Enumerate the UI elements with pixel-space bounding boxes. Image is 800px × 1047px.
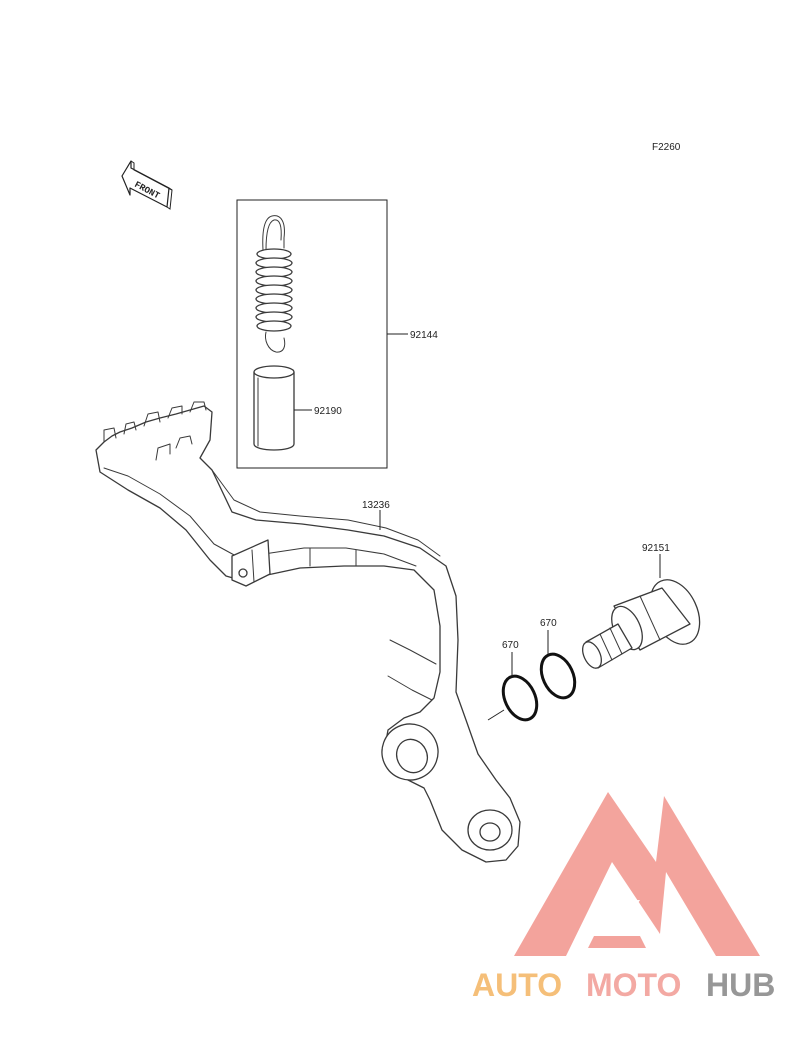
watermark-hub: HUB <box>706 967 775 1003</box>
label-92151: 92151 <box>642 543 670 554</box>
collar-icon <box>253 365 295 451</box>
watermark-auto: AUTO <box>472 967 562 1003</box>
assembly-line <box>487 709 505 721</box>
label-92190: 92190 <box>314 406 342 417</box>
label-670-2: 670 <box>540 618 557 629</box>
diagram-code: F2260 <box>652 142 681 153</box>
oring-1-icon <box>501 674 539 722</box>
label-670-1: 670 <box>502 640 519 651</box>
automotohub-logo: AUTO MOTO HUB <box>472 792 775 1003</box>
label-92144: 92144 <box>410 330 438 341</box>
brake-pedal-icon <box>95 401 521 863</box>
spring-icon <box>255 215 293 353</box>
front-arrow-icon: FRONT <box>121 160 173 210</box>
watermark-moto: MOTO <box>586 967 681 1003</box>
label-13236: 13236 <box>362 500 390 511</box>
oring-2-icon <box>539 652 577 700</box>
shaft-icon <box>581 579 701 669</box>
